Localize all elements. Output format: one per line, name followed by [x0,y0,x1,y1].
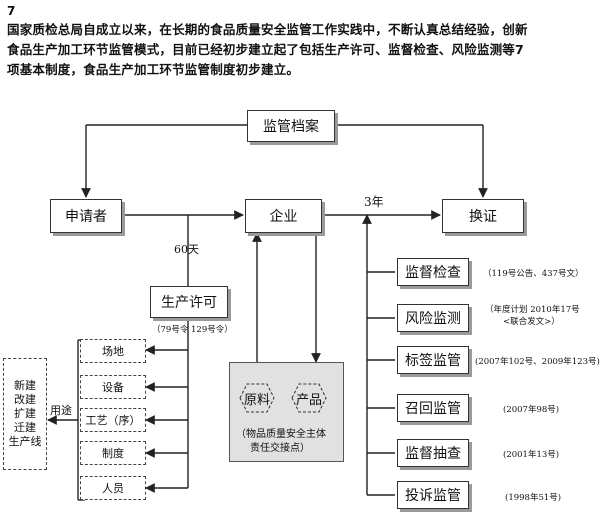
purpose-box: 新建 改建 扩建 迁建 生产线 [3,358,47,470]
supervision-sampling-ref: (2001年13号) [503,450,560,460]
purpose-new: 新建 [14,379,36,392]
intro-line-3: 项基本制度，食品生产加工环节监管制度初步建立。 [7,62,300,77]
supervision-risk-ref: （年度计划 2010年17号 [485,305,580,315]
page-number: 7 [7,4,16,18]
requirement-site: 场地 [80,339,146,363]
purpose-rebuild: 改建 [14,393,36,406]
applicant-box: 申请者 [50,199,122,233]
intro-paragraph: 国家质检总局自成立以来，在长期的食品质量安全监管工作实践中，不断认真总结经验，创… [7,20,595,80]
requirement-process: 工艺（序） [80,408,146,432]
supervision-sampling-box: 监督抽查 [397,439,469,467]
supervision-inspection-ref: （119号公告、437号文） [483,269,584,279]
intro-line-1: 国家质检总局自成立以来，在长期的食品质量安全监管工作实践中，不断认真总结经验，创… [7,22,528,37]
supervision-label-ref: (2007年102号、2009年123号) [475,357,600,367]
supervision-risk-box: 风险监测 [397,304,469,332]
duration-days-label: 60天 [174,243,199,256]
supervision-inspection-box: 监督检查 [397,258,469,286]
supervision-complaint-box: 投诉监管 [397,481,469,509]
panel-caption-1: （物品质量安全主体 [236,429,326,440]
product-node: 产品 [295,392,322,408]
intro-line-2: 食品生产加工环节监管模式，目前已经初步建立起了包括生产许可、监督检查、风险监测等… [7,42,524,57]
purpose-expand: 扩建 [14,407,36,420]
purpose-line: 生产线 [8,435,42,448]
supervision-complaint-ref: (1998年51号) [505,493,562,503]
requirement-system: 制度 [80,441,146,465]
raw-material-node: 原料 [243,392,270,408]
duration-years-label: 3年 [364,195,384,209]
supervision-label-box: 标签监管 [397,346,469,374]
enterprise-box: 企业 [245,199,322,233]
license-regulation-note: （79号令 129号令） [152,325,233,335]
renewal-box: 换证 [442,199,524,233]
purpose-relocate: 迁建 [14,421,36,434]
usage-label: 用途 [50,404,72,417]
supervision-recall-box: 召回监管 [397,394,469,422]
panel-caption-2: 责任交接点） [250,443,310,454]
archive-box: 监管档案 [247,110,335,142]
supervision-recall-ref: (2007年98号) [503,405,560,415]
requirement-personnel: 人员 [80,476,146,500]
requirement-equipment: 设备 [80,375,146,399]
supervision-risk-ref-2: <联合发文>） [503,317,560,327]
production-license-box: 生产许可 [150,286,228,318]
